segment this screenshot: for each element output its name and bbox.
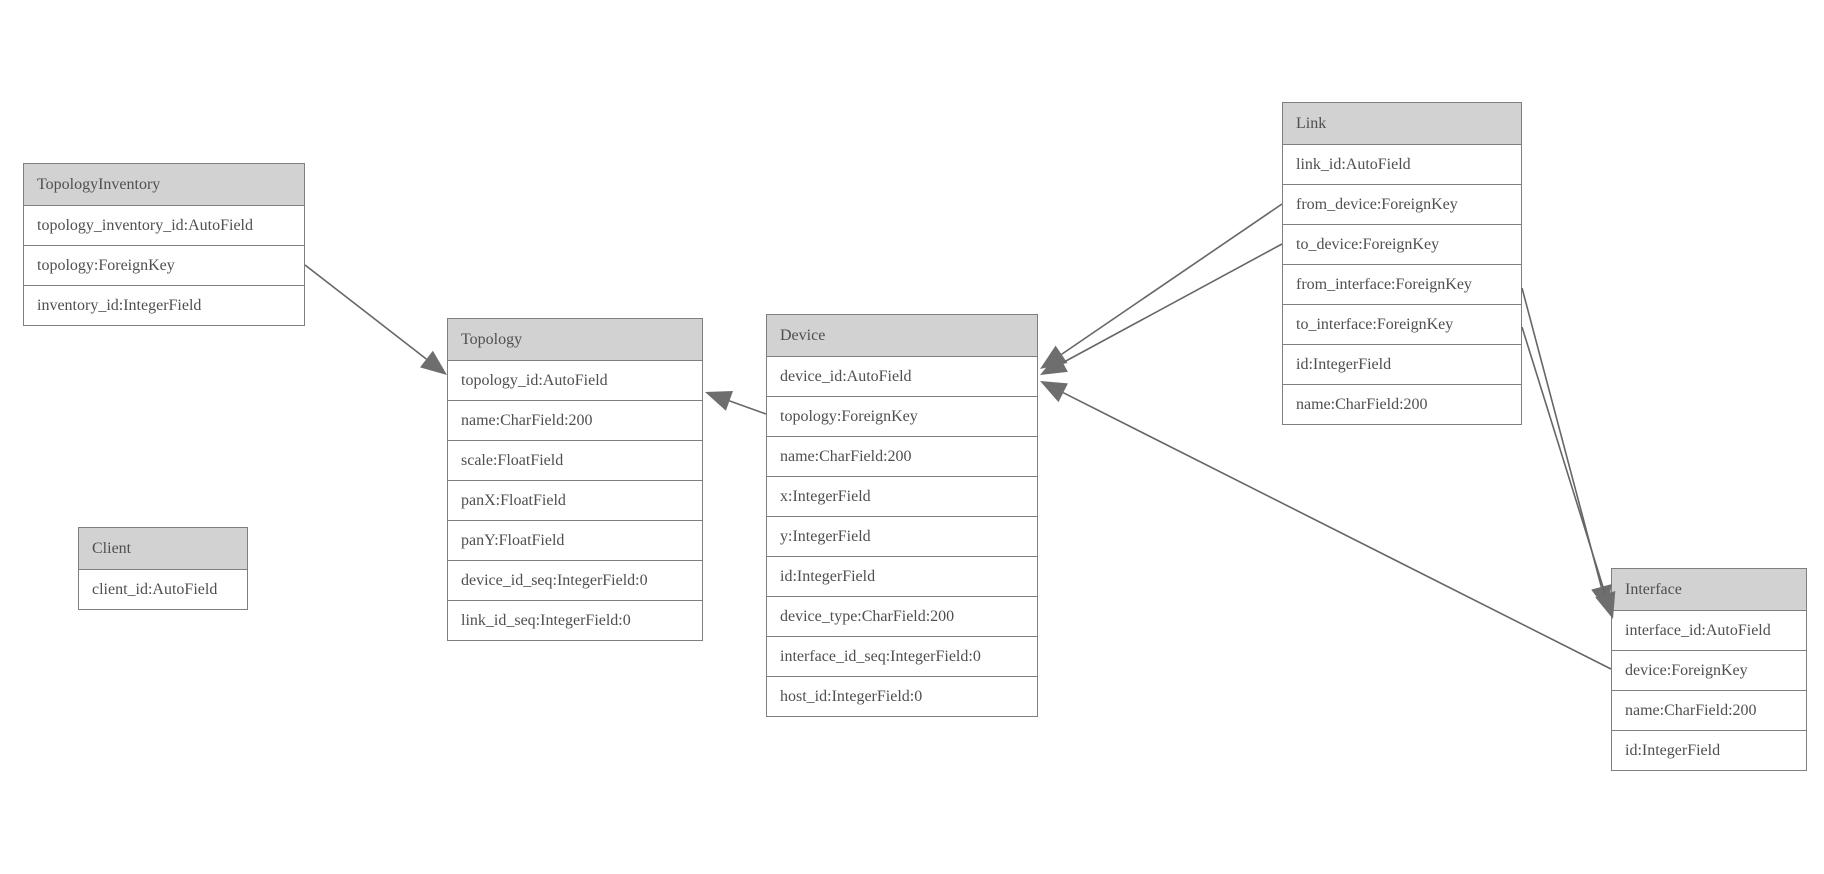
- entity-field: client_id:AutoField: [79, 569, 247, 609]
- entity-title: Interface: [1612, 569, 1806, 610]
- relation-line: [1062, 391, 1612, 670]
- entity-field: topology_id:AutoField: [448, 360, 702, 400]
- entity-field: panY:FloatField: [448, 520, 702, 560]
- entity-field: name:CharField:200: [1283, 384, 1521, 424]
- entity-field: link_id:AutoField: [1283, 144, 1521, 184]
- relation-line: [729, 400, 767, 415]
- entity-field: device_id_seq:IntegerField:0: [448, 560, 702, 600]
- entity-field: name:CharField:200: [1612, 690, 1806, 730]
- relation-arrowhead-icon: [1591, 584, 1612, 612]
- relation-link-from_device-device: [1040, 203, 1283, 369]
- relation-arrowhead-icon: [1040, 353, 1068, 375]
- entity-field: topology:ForeignKey: [767, 396, 1037, 436]
- entity-field: id:IntegerField: [767, 556, 1037, 596]
- entity-title: Link: [1283, 103, 1521, 144]
- entity-field: device_id:AutoField: [767, 356, 1037, 396]
- entity-field: host_id:IntegerField:0: [767, 676, 1037, 716]
- relation-line: [1062, 243, 1283, 364]
- relation-link-to_interface-interface: [1521, 326, 1616, 619]
- relation-line: [1061, 203, 1283, 356]
- entity-field: y:IntegerField: [767, 516, 1037, 556]
- entity-field: topology:ForeignKey: [24, 245, 304, 285]
- entity-field: interface_id_seq:IntegerField:0: [767, 636, 1037, 676]
- relation-line: [1521, 287, 1603, 588]
- entity-field: inventory_id:IntegerField: [24, 285, 304, 325]
- entity-field: interface_id:AutoField: [1612, 610, 1806, 650]
- relation-arrowhead-icon: [420, 350, 447, 375]
- entity-field: panX:FloatField: [448, 480, 702, 520]
- entity-field: topology_inventory_id:AutoField: [24, 205, 304, 245]
- entity-field: id:IntegerField: [1612, 730, 1806, 770]
- relation-line: [304, 264, 427, 360]
- relation-link-from_interface-interface: [1521, 287, 1612, 612]
- entity-field: id:IntegerField: [1283, 344, 1521, 384]
- entity-field: to_device:ForeignKey: [1283, 224, 1521, 264]
- entity-title: Client: [79, 528, 247, 569]
- relation-link-to_device-device: [1040, 243, 1283, 375]
- entity-title: Topology: [448, 319, 702, 360]
- entity-field: from_interface:ForeignKey: [1283, 264, 1521, 304]
- entity-title: Device: [767, 315, 1037, 356]
- entity-field: device:ForeignKey: [1612, 650, 1806, 690]
- entity-field: x:IntegerField: [767, 476, 1037, 516]
- relation-arrowhead-icon: [705, 390, 734, 411]
- relation-line: [1521, 326, 1607, 595]
- relation-device-topology: [705, 390, 767, 415]
- entity-field: name:CharField:200: [767, 436, 1037, 476]
- entity-field: to_interface:ForeignKey: [1283, 304, 1521, 344]
- relation-arrowhead-icon: [1040, 345, 1068, 369]
- entity-field: name:CharField:200: [448, 400, 702, 440]
- relation-arrowhead-icon: [1040, 381, 1068, 403]
- entity-title: TopologyInventory: [24, 164, 304, 205]
- entity-field: from_device:ForeignKey: [1283, 184, 1521, 224]
- entity-field: device_type:CharField:200: [767, 596, 1037, 636]
- relation-topologyinventory-topology: [304, 264, 447, 375]
- entity-field: scale:FloatField: [448, 440, 702, 480]
- entity-field: link_id_seq:IntegerField:0: [448, 600, 702, 640]
